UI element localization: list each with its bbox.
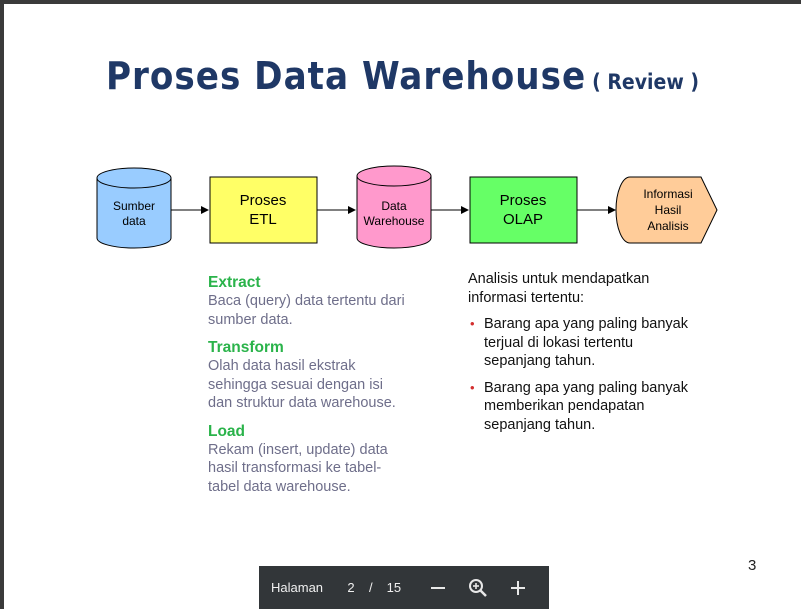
bullet-text: Barang apa yang paling banyak terjual di… [484,316,688,369]
zoom-in-button[interactable] [506,576,530,600]
total-pages: 15 [386,580,402,595]
sumber-line-1: Sumber [113,199,155,213]
list-item: • Barang apa yang paling banyak terjual d… [468,315,698,371]
bullet-icon: • [470,316,475,331]
slide-page-number: 3 [748,557,757,574]
pdf-page-toolbar: Halaman 2 / 15 [259,566,549,609]
transform-text: Olah data hasil ekstrak sehingga sesuai … [208,358,396,411]
minus-icon [431,586,446,589]
informasi-node: Informasi Hasil Analisis [615,176,718,244]
warehouse-cylinder-top [356,165,432,187]
plus-icon [511,580,526,595]
page-separator: / [369,580,373,595]
slide: Proses Data Warehouse( Review ) Extract … [4,4,801,609]
page-label: Halaman [271,580,324,595]
olap-bullet-list: • Barang apa yang paling banyak terjual d… [468,315,698,434]
sumber-cylinder-body [96,178,172,249]
zoom-fit-button[interactable] [466,576,490,600]
warehouse-line-1: Data [381,199,407,213]
informasi-shape [615,176,718,244]
title-main: Proses Data Warehouse [105,54,587,98]
load-heading: Load [208,422,246,440]
extract-text: Baca (query) data tertentu dari sumber d… [208,293,405,328]
zoom-out-button[interactable] [426,576,450,600]
olap-node: Proses OLAP [469,176,578,244]
warehouse-cylinder-body [356,176,432,249]
bullet-text: Barang apa yang paling banyak memberikan… [484,379,688,433]
etl-line-2: ETL [249,211,277,228]
informasi-line-1: Informasi [643,187,692,201]
zoom-icon [469,578,488,597]
etl-line-1: Proses [240,192,287,209]
sumber-line-2: data [122,214,146,228]
page-number-input[interactable]: 2 [347,580,355,595]
olap-description: Analisis untuk mendapatkan informasi ter… [468,270,698,442]
olap-line-2: OLAP [503,211,543,228]
etl-box [209,176,318,244]
list-item: • Barang apa yang paling banyak memberika… [468,379,698,435]
olap-line-1: Proses [500,192,547,209]
slide-title: Proses Data Warehouse( Review ) [4,54,801,98]
title-suffix: ( Review ) [592,70,700,94]
informasi-line-2: Hasil [655,203,682,217]
sumber-data-node: Sumber data [96,167,172,249]
informasi-line-3: Analisis [647,219,688,233]
load-text: Rekam (insert, update) data hasil transf… [208,441,388,495]
warehouse-line-2: Warehouse [364,214,425,228]
etl-description: Extract Baca (query) data tertentu dari … [208,273,408,505]
olap-intro: Analisis untuk mendapatkan informasi ter… [468,271,650,306]
bullet-icon: • [470,379,475,395]
olap-box [469,176,578,244]
transform-heading: Transform [208,339,284,356]
sumber-cylinder-top [96,167,172,189]
data-warehouse-node: Data Warehouse [356,165,432,249]
etl-node: Proses ETL [209,176,318,244]
extract-heading: Extract [208,274,261,291]
